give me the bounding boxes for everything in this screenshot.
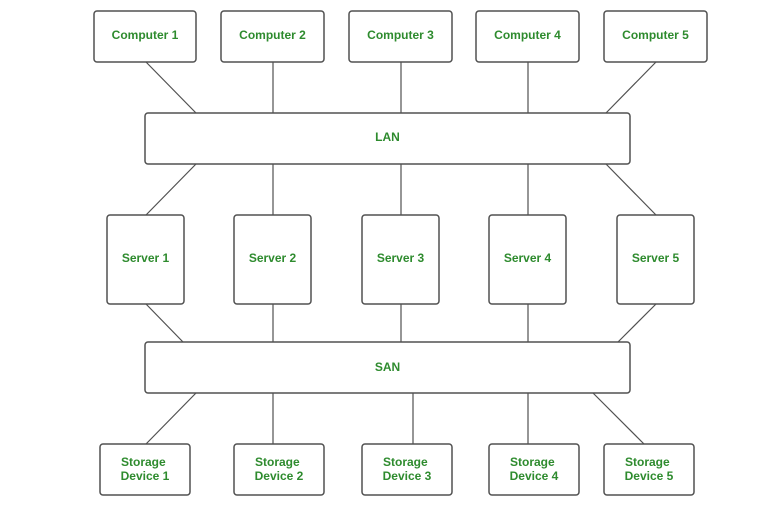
storage-label-4-line-2: Device 4 xyxy=(510,469,559,483)
storage-label-5-line-2: Device 5 xyxy=(625,469,674,483)
storage-label-4: Storage Device 4 xyxy=(510,455,559,483)
computer-label-5: Computer 5 xyxy=(622,28,689,42)
storage-label-2-line-1: Storage xyxy=(255,455,300,469)
storage-label-1: Storage Device 1 xyxy=(121,455,170,483)
server-label-1: Server 1 xyxy=(122,251,170,265)
san-label: SAN xyxy=(375,360,400,374)
storage-box-2 xyxy=(233,443,325,496)
computer-label-4: Computer 4 xyxy=(494,28,561,42)
computer-node-1: Computer 1 xyxy=(93,10,197,63)
edge-san-storage-1 xyxy=(145,392,197,445)
computer-box-3 xyxy=(348,10,453,63)
computer-box-2 xyxy=(220,10,325,63)
server-node-4: Server 4 xyxy=(488,214,567,305)
server-box-4 xyxy=(488,214,567,305)
lan-label: LAN xyxy=(375,130,400,144)
storage-label-3-line-1: Storage xyxy=(383,455,428,469)
computer-node-4: Computer 4 xyxy=(475,10,580,63)
storage-node-5: Storage Device 5 xyxy=(603,443,695,496)
server-node-3: Server 3 xyxy=(361,214,440,305)
computer-node-2: Computer 2 xyxy=(220,10,325,63)
edge-lan-server-5 xyxy=(605,163,657,216)
storage-box-3 xyxy=(361,443,453,496)
server-node-5: Server 5 xyxy=(616,214,695,305)
computer-box-1 xyxy=(93,10,197,63)
edge-lan-server-1 xyxy=(145,163,197,216)
storage-label-1-line-2: Device 1 xyxy=(121,469,170,483)
edge-computer-1-lan xyxy=(145,61,197,114)
server-box-1 xyxy=(106,214,185,305)
computer-label-1: Computer 1 xyxy=(112,28,179,42)
server-label-4: Server 4 xyxy=(504,251,552,265)
san-node: SAN xyxy=(144,341,631,394)
computer-label-2: Computer 2 xyxy=(239,28,306,42)
storage-row: Storage Device 1 Storage Device 2 Storag… xyxy=(99,443,695,496)
edge-server-1-san xyxy=(145,303,184,343)
storage-label-3-line-2: Device 3 xyxy=(383,469,432,483)
storage-box-4 xyxy=(488,443,580,496)
storage-label-2: Storage Device 2 xyxy=(255,455,304,483)
computer-lan-connectors xyxy=(145,61,657,114)
edge-computer-5-lan xyxy=(605,61,657,114)
server-node-1: Server 1 xyxy=(106,214,185,305)
storage-label-2-line-2: Device 2 xyxy=(255,469,304,483)
computer-node-5: Computer 5 xyxy=(603,10,708,63)
server-box-2 xyxy=(233,214,312,305)
computer-node-3: Computer 3 xyxy=(348,10,453,63)
lan-box xyxy=(144,112,631,165)
storage-node-3: Storage Device 3 xyxy=(361,443,453,496)
storage-box-1 xyxy=(99,443,191,496)
storage-node-4: Storage Device 4 xyxy=(488,443,580,496)
storage-label-5: Storage Device 5 xyxy=(625,455,674,483)
server-label-5: Server 5 xyxy=(632,251,680,265)
san-box xyxy=(144,341,631,394)
computer-box-5 xyxy=(603,10,708,63)
lan-server-connectors xyxy=(145,163,657,216)
storage-node-1: Storage Device 1 xyxy=(99,443,191,496)
server-san-connectors xyxy=(145,303,657,343)
server-row: Server 1 Server 2 Server 3 Server 4 Serv… xyxy=(106,214,695,305)
computer-row: Computer 1 Computer 2 Computer 3 Compute… xyxy=(93,10,708,63)
lan-node: LAN xyxy=(144,112,631,165)
edge-server-5-san xyxy=(617,303,657,343)
storage-node-2: Storage Device 2 xyxy=(233,443,325,496)
server-node-2: Server 2 xyxy=(233,214,312,305)
computer-label-3: Computer 3 xyxy=(367,28,434,42)
server-box-3 xyxy=(361,214,440,305)
computer-box-4 xyxy=(475,10,580,63)
storage-label-1-line-1: Storage xyxy=(121,455,166,469)
storage-label-4-line-1: Storage xyxy=(510,455,555,469)
storage-label-5-line-1: Storage xyxy=(625,455,670,469)
server-label-3: Server 3 xyxy=(377,251,425,265)
storage-box-5 xyxy=(603,443,695,496)
edge-san-storage-5 xyxy=(592,392,645,445)
server-label-2: Server 2 xyxy=(249,251,297,265)
san-storage-connectors xyxy=(145,392,645,445)
server-box-5 xyxy=(616,214,695,305)
storage-label-3: Storage Device 3 xyxy=(383,455,432,483)
